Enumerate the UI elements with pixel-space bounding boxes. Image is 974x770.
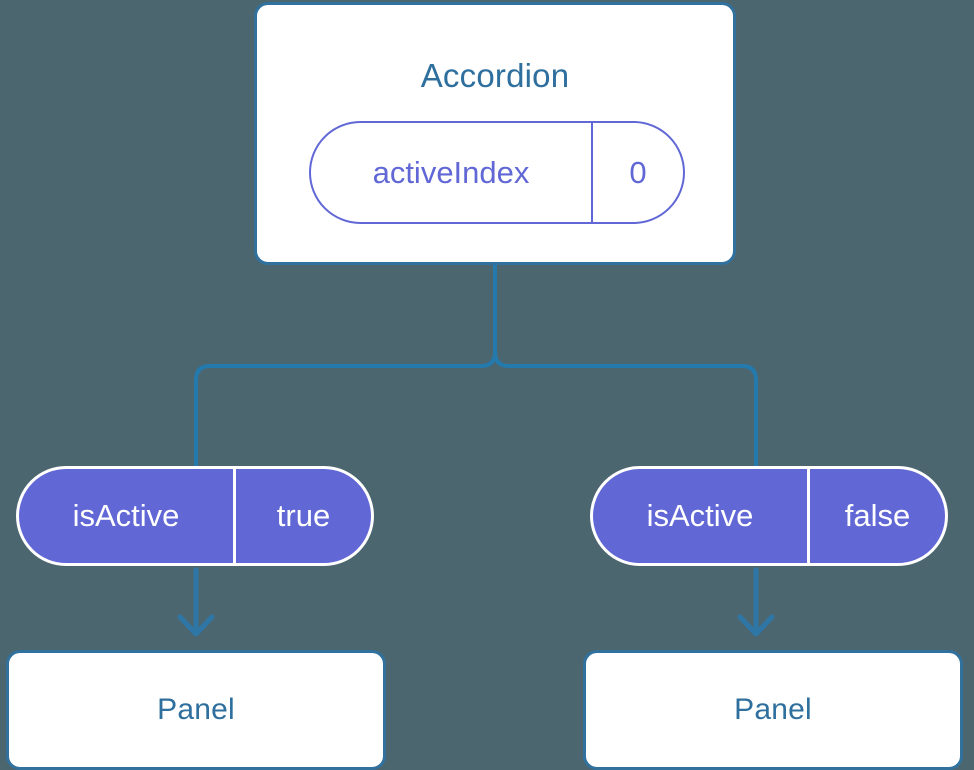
isactive-chip-right-key: isActive: [646, 498, 754, 533]
panel-node-title-right: Panel: [734, 693, 812, 726]
wire-root-to-left-chip: [194, 263, 497, 468]
panel-component-node-left[interactable]: Panel: [6, 650, 386, 770]
isactive-chip-left[interactable]: isActive true: [16, 466, 374, 566]
accordion-component-node[interactable]: Accordion activeIndex 0: [254, 2, 736, 265]
panel-component-node-right[interactable]: Panel: [583, 650, 963, 770]
arrow-head-right-icon: [737, 614, 775, 637]
isactive-chip-left-value: true: [233, 469, 371, 563]
isactive-chip-right[interactable]: isActive false: [590, 466, 948, 566]
isactive-chip-left-key: isActive: [72, 498, 180, 533]
isactive-chip-right-value: false: [807, 469, 945, 563]
wire-root-to-right-chip: [493, 263, 758, 468]
activeindex-prop-chip[interactable]: activeIndex 0: [309, 121, 685, 224]
activeindex-prop-key: activeIndex: [372, 154, 530, 190]
arrow-head-left-icon: [177, 614, 215, 637]
accordion-node-title: Accordion: [420, 57, 570, 94]
panel-node-title-left: Panel: [157, 693, 235, 726]
activeindex-prop-value: 0: [591, 123, 683, 222]
